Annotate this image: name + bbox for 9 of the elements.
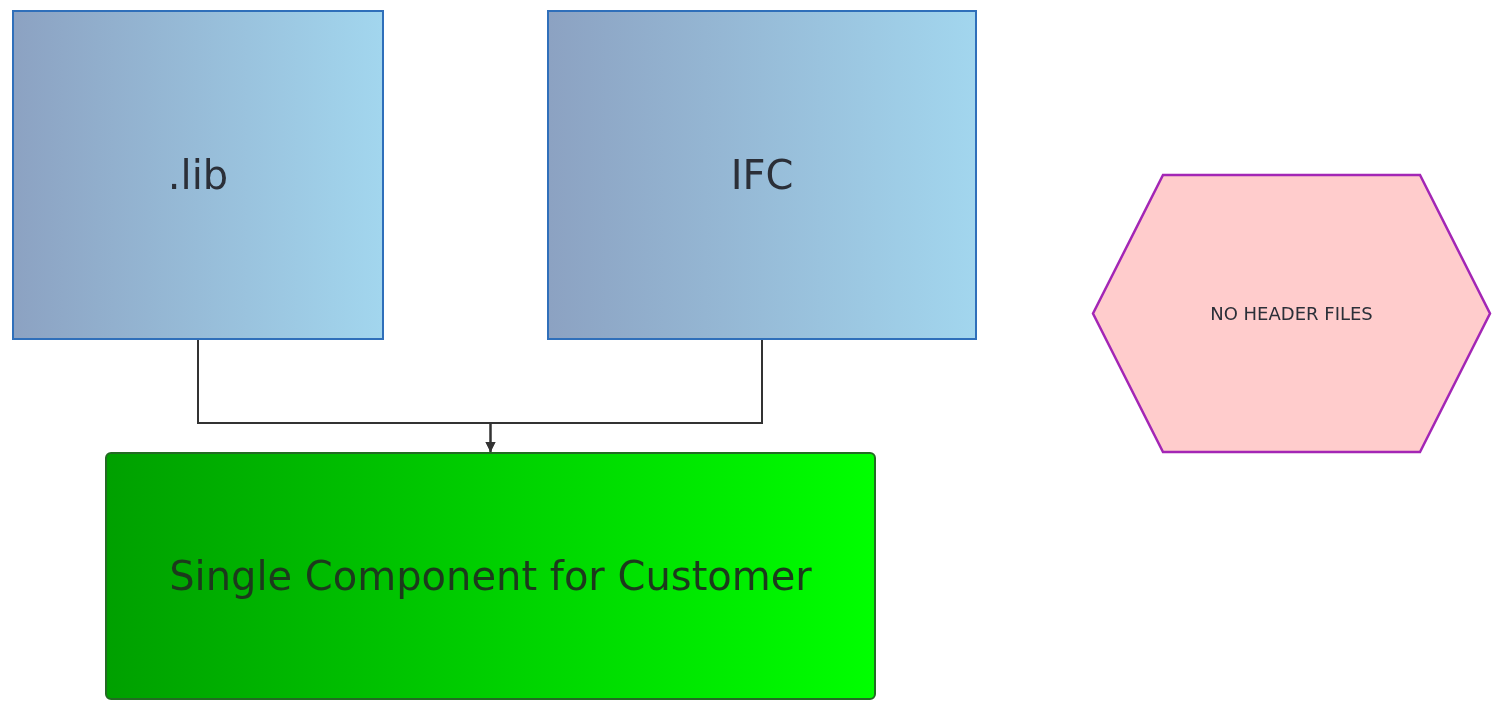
process-box <box>12 10 384 340</box>
node-label: Single Component for Customer <box>169 553 812 599</box>
node-label: NO HEADER FILES <box>1210 303 1373 324</box>
hexagon-shape <box>1093 175 1490 452</box>
node-label: IFC <box>730 152 794 198</box>
process-box <box>547 10 977 340</box>
connector-arrow <box>485 339 763 453</box>
node-label: .lib <box>167 152 229 198</box>
process-box <box>105 452 876 700</box>
